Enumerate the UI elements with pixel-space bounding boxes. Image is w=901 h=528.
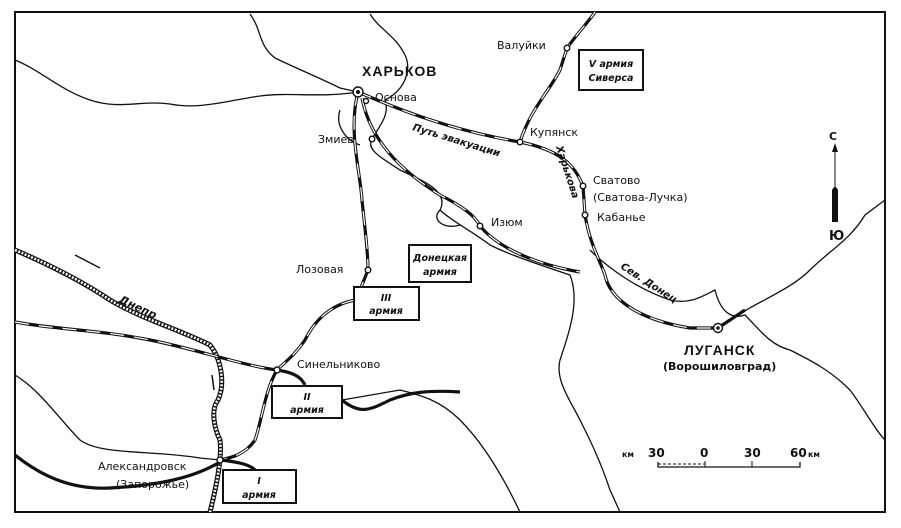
compass-north: С	[829, 130, 837, 143]
label-kabanye: Кабанье	[597, 211, 646, 224]
svg-text:0: 0	[700, 446, 708, 460]
label-lugansk: ЛУГАНСК	[684, 342, 755, 358]
river-seversky-donets	[589, 249, 886, 441]
alexandrovsk-marker	[216, 456, 224, 464]
svg-text:армия: армия	[242, 490, 276, 501]
label-svatovo: Сватово	[593, 174, 641, 187]
svg-text:км: км	[808, 450, 820, 459]
svg-text:армия: армия	[369, 306, 403, 317]
army-box-i: I армия	[222, 469, 297, 504]
label-osnova: Основа	[375, 91, 417, 104]
label-kupyansk: Купянск	[530, 126, 578, 139]
label-donets: Сев. Донец	[618, 261, 678, 305]
label-sinelnikovo: Синельниково	[297, 358, 381, 371]
label-alexandrovsk: Александровск	[98, 460, 187, 473]
rivers	[14, 13, 886, 513]
river-donets-upper	[369, 13, 621, 513]
svg-text:армия: армия	[290, 405, 324, 416]
izyum-marker	[476, 222, 484, 230]
svatovo-marker	[579, 182, 587, 190]
label-svatovo-alt: (Сватова-Лучка)	[593, 191, 687, 204]
label-valuyki: Валуйки	[497, 39, 546, 52]
label-zmiev: Змиев	[318, 133, 354, 146]
flow-arrow	[211, 374, 215, 391]
svg-text:Сиверса: Сиверса	[589, 73, 634, 84]
svg-text:III: III	[381, 293, 392, 304]
svg-text:км: км	[622, 450, 634, 459]
label-lozovaya: Лозовая	[296, 263, 343, 276]
svg-text:I: I	[257, 476, 261, 487]
svg-text:Донецкая: Донецкая	[412, 253, 467, 264]
lozovaya-marker	[364, 266, 372, 274]
label-alexandrovsk-alt: (Запорожье)	[116, 478, 189, 491]
river-udy	[14, 59, 359, 107]
map-frame	[14, 11, 886, 513]
valuyki-marker	[563, 44, 571, 52]
army-box-v: V армия Сиверса	[578, 49, 644, 91]
kabanye-marker	[581, 211, 589, 219]
svg-text:30: 30	[744, 446, 761, 460]
label-dnepr: Днепр	[116, 293, 159, 322]
osnova-marker	[362, 97, 370, 105]
zmiev-marker	[368, 135, 376, 143]
kupyansk-marker	[516, 138, 524, 146]
svg-text:II: II	[303, 392, 311, 403]
flow-arrow	[74, 254, 101, 269]
river-lopan	[249, 13, 359, 93]
arrow-head-icon	[832, 143, 838, 152]
svg-text:30: 30	[648, 446, 665, 460]
north-arrow: С Ю	[829, 130, 844, 244]
label-kharkov: ХАРЬКОВ	[362, 63, 437, 79]
compass-south: Ю	[829, 229, 844, 244]
scale-bar: км 30 0 30 60 км	[622, 446, 820, 468]
army-box-donetsk: Донецкая армия	[408, 244, 472, 283]
river-donets-bend	[436, 209, 461, 227]
river-konka	[14, 374, 221, 461]
river-aidar	[729, 199, 886, 321]
army-box-iii: III армия	[353, 286, 420, 321]
sinelnikovo-marker	[273, 366, 281, 374]
stations	[216, 44, 724, 464]
svg-text:V армия: V армия	[589, 59, 633, 70]
label-lugansk-alt: (Ворошиловград)	[663, 360, 776, 373]
svg-text:60: 60	[790, 446, 807, 460]
label-izyum: Изюм	[491, 216, 523, 229]
dnepr-river	[14, 247, 225, 513]
svg-text:армия: армия	[423, 267, 457, 278]
army-box-ii: II армия	[271, 385, 343, 419]
